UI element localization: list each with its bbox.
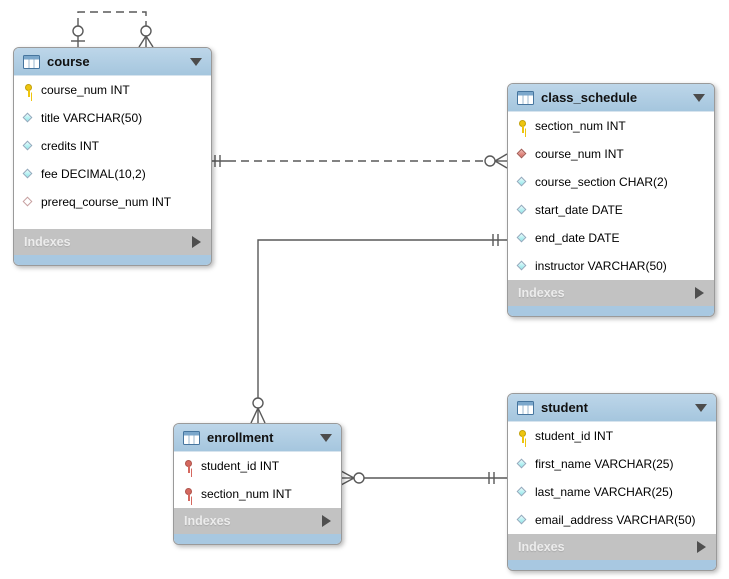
fk-diamond-icon bbox=[516, 148, 529, 161]
expand-arrow-icon[interactable] bbox=[695, 287, 704, 299]
column-row[interactable]: credits INT bbox=[14, 132, 211, 160]
collapse-triangle-icon[interactable] bbox=[190, 57, 202, 66]
column-label: title VARCHAR(50) bbox=[41, 111, 143, 125]
table-class-schedule[interactable]: class_schedule section_num INT course_nu… bbox=[507, 83, 715, 317]
column-row[interactable]: last_name VARCHAR(25) bbox=[508, 478, 716, 506]
column-diamond-icon bbox=[516, 260, 529, 273]
primary-key-icon bbox=[516, 429, 529, 443]
relationship-enrollment-student[interactable] bbox=[341, 471, 507, 485]
primary-key-icon bbox=[22, 83, 35, 97]
column-label: prereq_course_num INT bbox=[41, 195, 172, 209]
table-enrollment-columns: student_id INT section_num INT bbox=[174, 452, 341, 508]
column-diamond-icon bbox=[22, 140, 35, 153]
column-row[interactable]: course_section CHAR(2) bbox=[508, 168, 714, 196]
table-grid-icon bbox=[23, 54, 40, 69]
table-course-header[interactable]: course bbox=[14, 48, 211, 76]
column-label: instructor VARCHAR(50) bbox=[535, 259, 667, 273]
column-label: course_num INT bbox=[41, 83, 130, 97]
column-row[interactable]: instructor VARCHAR(50) bbox=[508, 252, 714, 280]
indexes-label: Indexes bbox=[518, 286, 565, 300]
column-row[interactable]: start_date DATE bbox=[508, 196, 714, 224]
primary-foreign-key-icon bbox=[182, 459, 195, 473]
column-label: course_section CHAR(2) bbox=[535, 175, 668, 189]
column-label: student_id INT bbox=[535, 429, 614, 443]
table-title: enrollment bbox=[207, 430, 274, 445]
table-grid-icon bbox=[517, 90, 534, 105]
table-course-indexes[interactable]: Indexes bbox=[14, 229, 211, 255]
column-label: student_id INT bbox=[201, 459, 280, 473]
relationship-course-self[interactable] bbox=[71, 12, 153, 47]
column-label: section_num INT bbox=[535, 119, 626, 133]
table-bottom-strip bbox=[508, 560, 716, 570]
column-row[interactable]: course_num INT bbox=[14, 76, 211, 104]
expand-arrow-icon[interactable] bbox=[322, 515, 331, 527]
table-student[interactable]: student student_id INT first_name VARCHA… bbox=[507, 393, 717, 571]
expand-arrow-icon[interactable] bbox=[697, 541, 706, 553]
column-diamond-icon bbox=[516, 204, 529, 217]
indexes-label: Indexes bbox=[24, 235, 71, 249]
table-class-schedule-columns: section_num INT course_num INT course_se… bbox=[508, 112, 714, 280]
table-enrollment-header[interactable]: enrollment bbox=[174, 424, 341, 452]
relationship-class-schedule-enrollment[interactable] bbox=[251, 234, 507, 423]
column-row[interactable]: prereq_course_num INT bbox=[14, 188, 211, 216]
primary-foreign-key-icon bbox=[182, 487, 195, 501]
table-course[interactable]: course course_num INT title VARCHAR(50) … bbox=[13, 47, 212, 266]
expand-arrow-icon[interactable] bbox=[192, 236, 201, 248]
column-label: section_num INT bbox=[201, 487, 292, 501]
table-student-header[interactable]: student bbox=[508, 394, 716, 422]
relationship-course-class-schedule[interactable] bbox=[210, 154, 507, 168]
column-diamond-icon bbox=[516, 458, 529, 471]
collapse-triangle-icon[interactable] bbox=[695, 403, 707, 412]
column-row[interactable]: title VARCHAR(50) bbox=[14, 104, 211, 132]
column-diamond-icon bbox=[516, 514, 529, 527]
primary-key-icon bbox=[516, 119, 529, 133]
column-label: end_date DATE bbox=[535, 231, 620, 245]
column-label: first_name VARCHAR(25) bbox=[535, 457, 674, 471]
column-diamond-icon bbox=[22, 112, 35, 125]
column-label: fee DECIMAL(10,2) bbox=[41, 167, 146, 181]
indexes-label: Indexes bbox=[518, 540, 565, 554]
table-student-columns: student_id INT first_name VARCHAR(25) la… bbox=[508, 422, 716, 534]
table-class-schedule-header[interactable]: class_schedule bbox=[508, 84, 714, 112]
column-label: email_address VARCHAR(50) bbox=[535, 513, 696, 527]
table-bottom-strip bbox=[174, 534, 341, 544]
column-diamond-icon bbox=[516, 232, 529, 245]
column-row[interactable]: section_num INT bbox=[174, 480, 341, 508]
column-row[interactable]: fee DECIMAL(10,2) bbox=[14, 160, 211, 188]
table-grid-icon bbox=[183, 430, 200, 445]
table-enrollment[interactable]: enrollment student_id INT section_num IN… bbox=[173, 423, 342, 545]
column-label: credits INT bbox=[41, 139, 100, 153]
column-diamond-icon bbox=[22, 168, 35, 181]
column-label: last_name VARCHAR(25) bbox=[535, 485, 673, 499]
column-diamond-icon bbox=[516, 176, 529, 189]
table-grid-icon bbox=[517, 400, 534, 415]
column-row[interactable]: course_num INT bbox=[508, 140, 714, 168]
table-title: class_schedule bbox=[541, 90, 638, 105]
column-label: start_date DATE bbox=[535, 203, 623, 217]
table-course-columns: course_num INT title VARCHAR(50) credits… bbox=[14, 76, 211, 229]
column-diamond-icon bbox=[516, 486, 529, 499]
collapse-triangle-icon[interactable] bbox=[693, 93, 705, 102]
column-row[interactable]: first_name VARCHAR(25) bbox=[508, 450, 716, 478]
table-student-indexes[interactable]: Indexes bbox=[508, 534, 716, 560]
table-title: course bbox=[47, 54, 90, 69]
column-row[interactable]: student_id INT bbox=[174, 452, 341, 480]
table-enrollment-indexes[interactable]: Indexes bbox=[174, 508, 341, 534]
table-bottom-strip bbox=[508, 306, 714, 316]
column-row[interactable]: email_address VARCHAR(50) bbox=[508, 506, 716, 534]
collapse-triangle-icon[interactable] bbox=[320, 433, 332, 442]
nullable-fk-diamond-icon bbox=[22, 196, 35, 209]
column-row[interactable]: student_id INT bbox=[508, 422, 716, 450]
table-bottom-strip bbox=[14, 255, 211, 265]
column-label: course_num INT bbox=[535, 147, 624, 161]
column-row[interactable]: section_num INT bbox=[508, 112, 714, 140]
indexes-label: Indexes bbox=[184, 514, 231, 528]
table-class-schedule-indexes[interactable]: Indexes bbox=[508, 280, 714, 306]
table-title: student bbox=[541, 400, 588, 415]
column-row[interactable]: end_date DATE bbox=[508, 224, 714, 252]
